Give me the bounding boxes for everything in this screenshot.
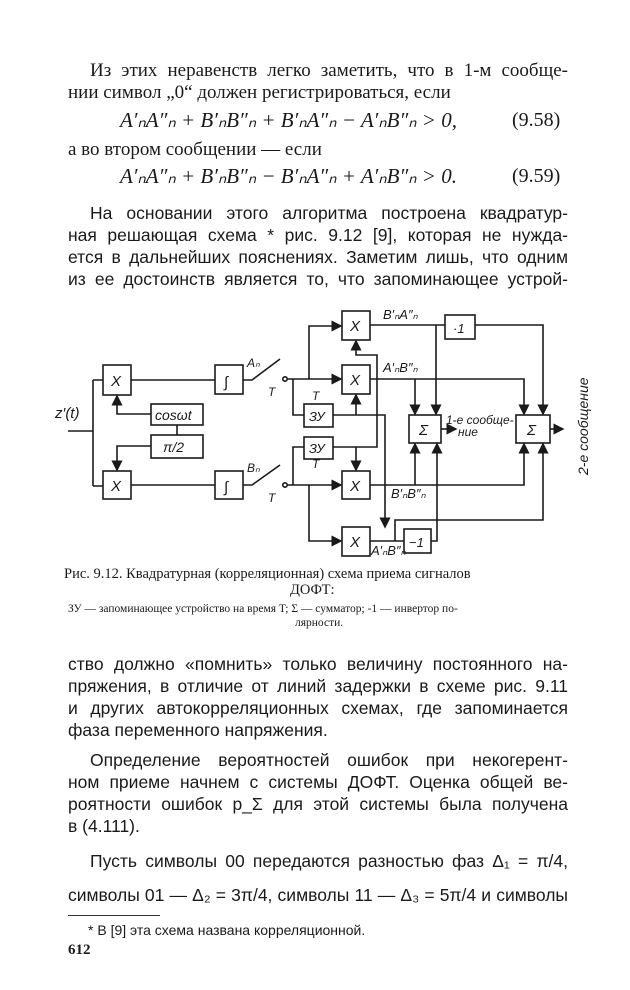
t-label: T — [268, 385, 277, 399]
multiplier-label: X — [349, 478, 361, 495]
memory-box — [303, 436, 334, 460]
t-label: T — [268, 491, 277, 505]
text-line: ная решающая схема * рис. 9.12 [9], кото… — [68, 225, 568, 245]
footnote-rule — [68, 915, 160, 916]
memory-label: ЗУ — [309, 409, 326, 424]
product-label: A′ₙB″ₙ — [382, 360, 419, 375]
product-label: B′ₙB″ₙ — [391, 486, 427, 501]
phase-label: π/2 — [163, 439, 184, 455]
output-1-label: ние — [458, 425, 478, 439]
text-line: а во втором сообщении — если — [68, 139, 322, 160]
t-label: T — [312, 389, 321, 403]
text-line: На основании этого алгоритма построена к… — [90, 203, 568, 223]
text-line: символы 01 — Δ₂ = 3π/4, символы 11 — Δ₃ … — [68, 885, 568, 905]
footnote: * В [9] эта схема названа корреляционной… — [88, 922, 366, 938]
block-diagram: z′(t) X X cosωt π/2 ∫ ∫ Aₙ Bₙ T T T T ЗУ… — [54, 307, 591, 558]
equation-9-58: A′ₙA″ₙ + B′ₙB″ₙ + B′ₙA″ₙ − A′ₙB″ₙ > 0, — [120, 108, 457, 132]
text-line: из ее достоинств является то, что запоми… — [68, 269, 568, 289]
page-number: 612 — [68, 942, 91, 958]
text-line: роятности ошибок p_Σ для этой системы бы… — [68, 794, 568, 814]
integrator-label: ∫ — [223, 374, 230, 391]
multiplier-label: X — [349, 372, 361, 389]
caption-legend: лярности. — [295, 617, 344, 629]
output-2-label: 2-е сообщение — [575, 377, 591, 476]
text-line: пряжения, в отличие от линий задержки в … — [68, 676, 568, 696]
inverter-label: ·1 — [453, 321, 465, 336]
input-label: z′(t) — [54, 405, 79, 422]
caption-title: ДОФТ: — [290, 582, 335, 598]
text-line: и других автокорреляционных схемах, где … — [68, 698, 568, 718]
text-line: ется в дальнейших пояснениях. Заметим ли… — [68, 247, 568, 267]
text-line: в (4.111). — [68, 816, 140, 836]
inverter-box — [403, 528, 432, 554]
inverter-box — [444, 314, 476, 340]
t-label: T — [312, 457, 321, 471]
caption-legend: ЗУ — запоминающее устройство на время T;… — [68, 603, 458, 615]
text-line: Определение вероятностей ошибок при неко… — [90, 750, 568, 770]
text-line: ном приеме начнем с системы ДОФТ. Оценка… — [68, 772, 568, 792]
integrator-box — [214, 364, 244, 395]
sample-a-label: Aₙ — [246, 356, 260, 370]
text-line: ство должно «помнить» только величину по… — [68, 654, 568, 674]
inverter-label: −1 — [409, 535, 424, 550]
integrator-box — [214, 470, 244, 500]
text-line: Из этих неравенств легко заметить, что в… — [90, 60, 568, 81]
caption-title: Рис. 9.12. Квадратурная (корреляционная)… — [64, 566, 471, 582]
equation-number-9-58: (9.58) — [512, 109, 561, 131]
summator-label: Σ — [418, 422, 429, 439]
cos-label: cosωt — [155, 407, 193, 423]
output-1-label: 1-е сообще- — [446, 413, 514, 427]
text-line: фаза переменного напряжения. — [68, 720, 328, 740]
equation-number-9-59: (9.59) — [512, 165, 561, 187]
multiplier-label: X — [349, 534, 361, 551]
text-line: Пусть символы 00 передаются разностью фа… — [90, 851, 568, 871]
integrator-label: ∫ — [223, 479, 230, 496]
memory-label: ЗУ — [309, 441, 326, 456]
sample-b-label: Bₙ — [247, 461, 260, 475]
product-label: A′ₙB″ₙ — [370, 543, 407, 558]
summator-label: Σ — [526, 422, 537, 439]
equation-9-59: A′ₙA″ₙ + B′ₙB″ₙ − B′ₙA″ₙ + A′ₙB″ₙ > 0. — [120, 164, 457, 188]
text-line: нии символ „0“ должен регистрироваться, … — [68, 82, 451, 103]
multiplier-label: X — [110, 478, 122, 495]
multiplier-label: X — [349, 318, 361, 335]
product-label: B′ₙA″ₙ — [383, 307, 419, 322]
multiplier-label: X — [110, 373, 122, 390]
